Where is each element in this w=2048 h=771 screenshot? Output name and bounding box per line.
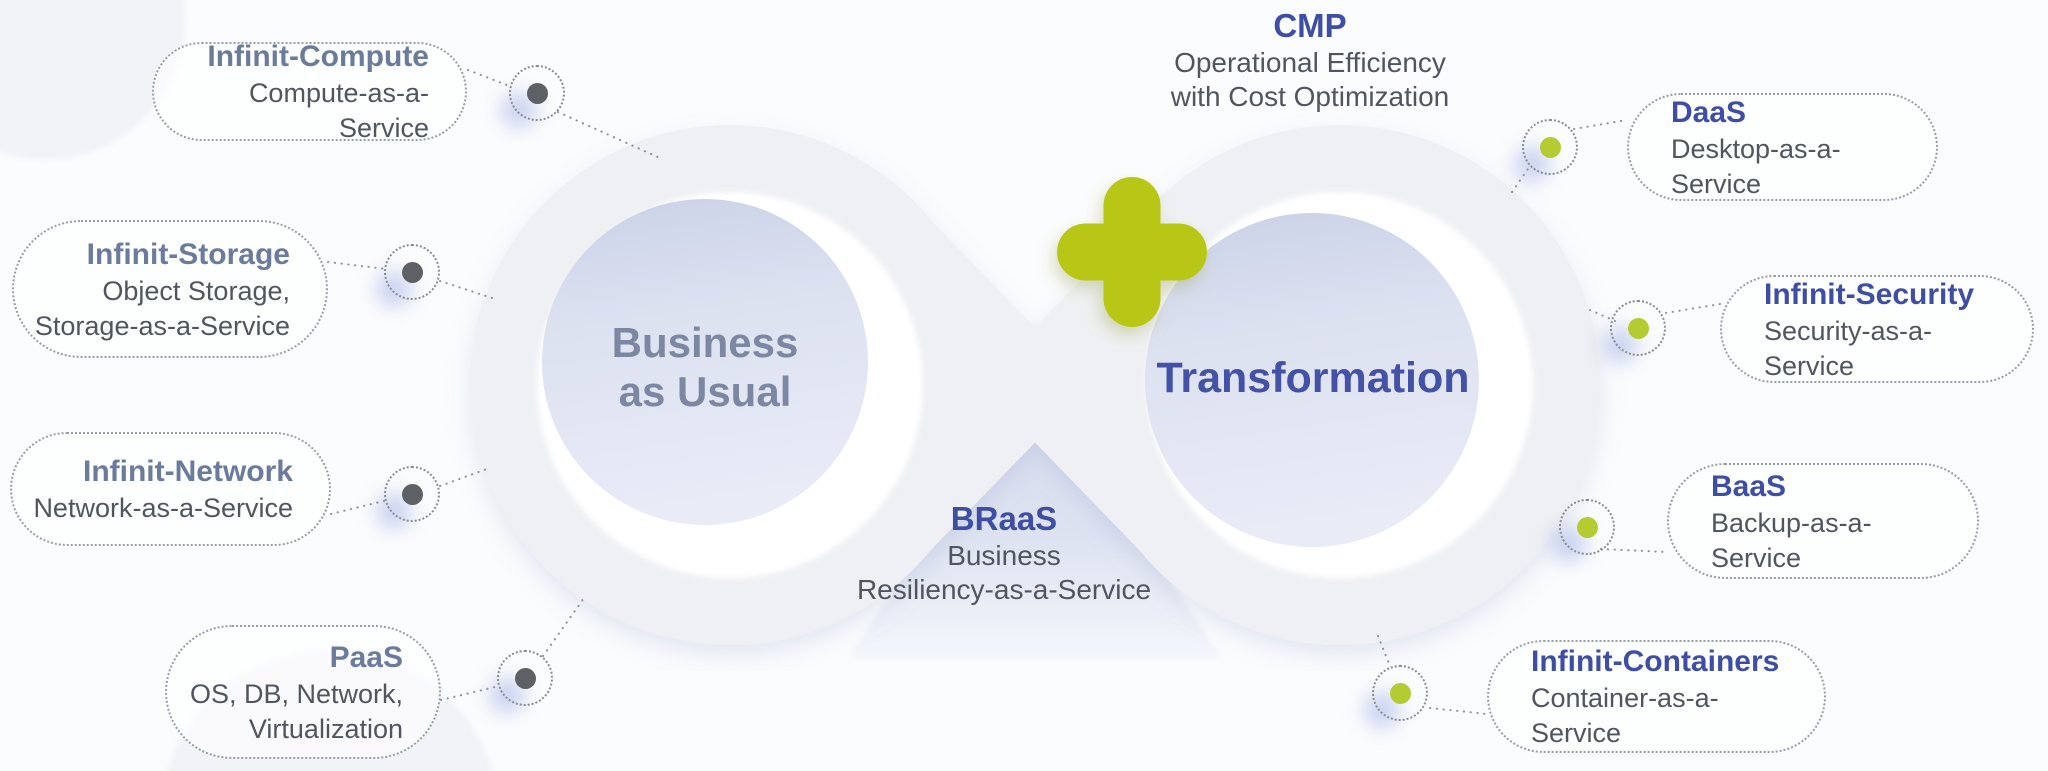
gray-dot-icon — [514, 667, 536, 689]
gray-dot-icon — [401, 261, 423, 283]
center-wedge — [848, 380, 1222, 658]
left-loop-label-line: Business — [611, 319, 799, 366]
service-subtitle: Backup-as-a-Service — [1711, 507, 1872, 573]
service-pill-daas: DaaS Desktop-as-a-Service — [1627, 93, 1938, 201]
green-dot-icon — [1389, 682, 1411, 704]
service-pill-infinit-containers: Infinit-Containers Container-as-a-Servic… — [1487, 640, 1826, 753]
connector-node — [509, 65, 565, 121]
connector-node — [1559, 499, 1615, 555]
service-subtitle: OS, DB, Network, — [189, 678, 403, 709]
connector-node — [384, 244, 440, 300]
service-pill-paas: PaaS OS, DB, Network, Virtualization — [165, 625, 441, 759]
service-pill-infinit-network: Infinit-Network Network-as-a-Service — [10, 432, 331, 546]
braas-title: BRaaS — [950, 500, 1058, 537]
cmp-title: CMP — [1273, 7, 1347, 44]
service-title: Infinit-Storage — [86, 237, 290, 271]
cmp-subtitle: Operational Efficiency — [1174, 47, 1446, 78]
left-loop-disc — [542, 199, 868, 525]
right-loop-ring — [1080, 125, 1600, 645]
service-title: Infinit-Containers — [1531, 645, 1780, 678]
right-loop-label: Transformation — [1156, 354, 1470, 402]
service-title: BaaS — [1711, 469, 1787, 503]
connector-node — [1522, 119, 1578, 175]
braas-label-block: BRaaS Business Resiliency-as-a-Service — [848, 499, 1160, 607]
connector-node — [497, 650, 553, 706]
connector-node — [1372, 665, 1428, 721]
service-title: DaaS — [1671, 95, 1747, 129]
gray-dot-icon — [401, 483, 423, 505]
plus-icon — [1057, 177, 1207, 327]
service-subtitle: Storage-as-a-Service — [34, 310, 290, 341]
left-loop-label-line: as Usual — [618, 368, 792, 415]
service-pill-baas: BaaS Backup-as-a-Service — [1667, 463, 1979, 579]
service-subtitle: Container-as-a-Service — [1531, 683, 1719, 748]
service-pill-infinit-compute: Infinit-Compute Compute-as-a-Service — [152, 40, 467, 143]
connector-node — [384, 466, 440, 522]
service-pill-infinit-storage: Infinit-Storage Object Storage, Storage-… — [12, 220, 328, 358]
cmp-label-block: CMP Operational Efficiency with Cost Opt… — [1130, 6, 1490, 114]
green-dot-icon — [1576, 516, 1598, 538]
cmp-subtitle: with Cost Optimization — [1170, 81, 1450, 112]
braas-subtitle: Resiliency-as-a-Service — [856, 574, 1152, 605]
left-loop-ring — [470, 125, 990, 645]
service-title: PaaS — [329, 640, 403, 674]
green-dot-icon — [1627, 317, 1649, 339]
connector-node — [1610, 300, 1666, 356]
service-subtitle: Network-as-a-Service — [33, 493, 293, 523]
service-title: Infinit-Security — [1764, 277, 1975, 311]
service-subtitle: Object Storage, — [102, 275, 290, 306]
braas-subtitle: Business — [947, 540, 1061, 571]
service-pill-infinit-security: Infinit-Security Security-as-a-Service — [1720, 275, 2034, 383]
green-dot-icon — [1539, 136, 1561, 158]
service-subtitle: Virtualization — [248, 713, 403, 744]
service-title: Infinit-Network — [83, 455, 293, 488]
left-loop-label: Business as Usual — [455, 318, 955, 416]
corner-wash — [0, 0, 185, 160]
service-title: Infinit-Compute — [207, 40, 429, 73]
service-subtitle: Desktop-as-a-Service — [1671, 133, 1841, 199]
gray-dot-icon — [526, 82, 548, 104]
right-loop-disc — [1145, 213, 1479, 547]
service-subtitle: Compute-as-a-Service — [248, 78, 429, 143]
service-subtitle: Security-as-a-Service — [1764, 315, 1933, 381]
